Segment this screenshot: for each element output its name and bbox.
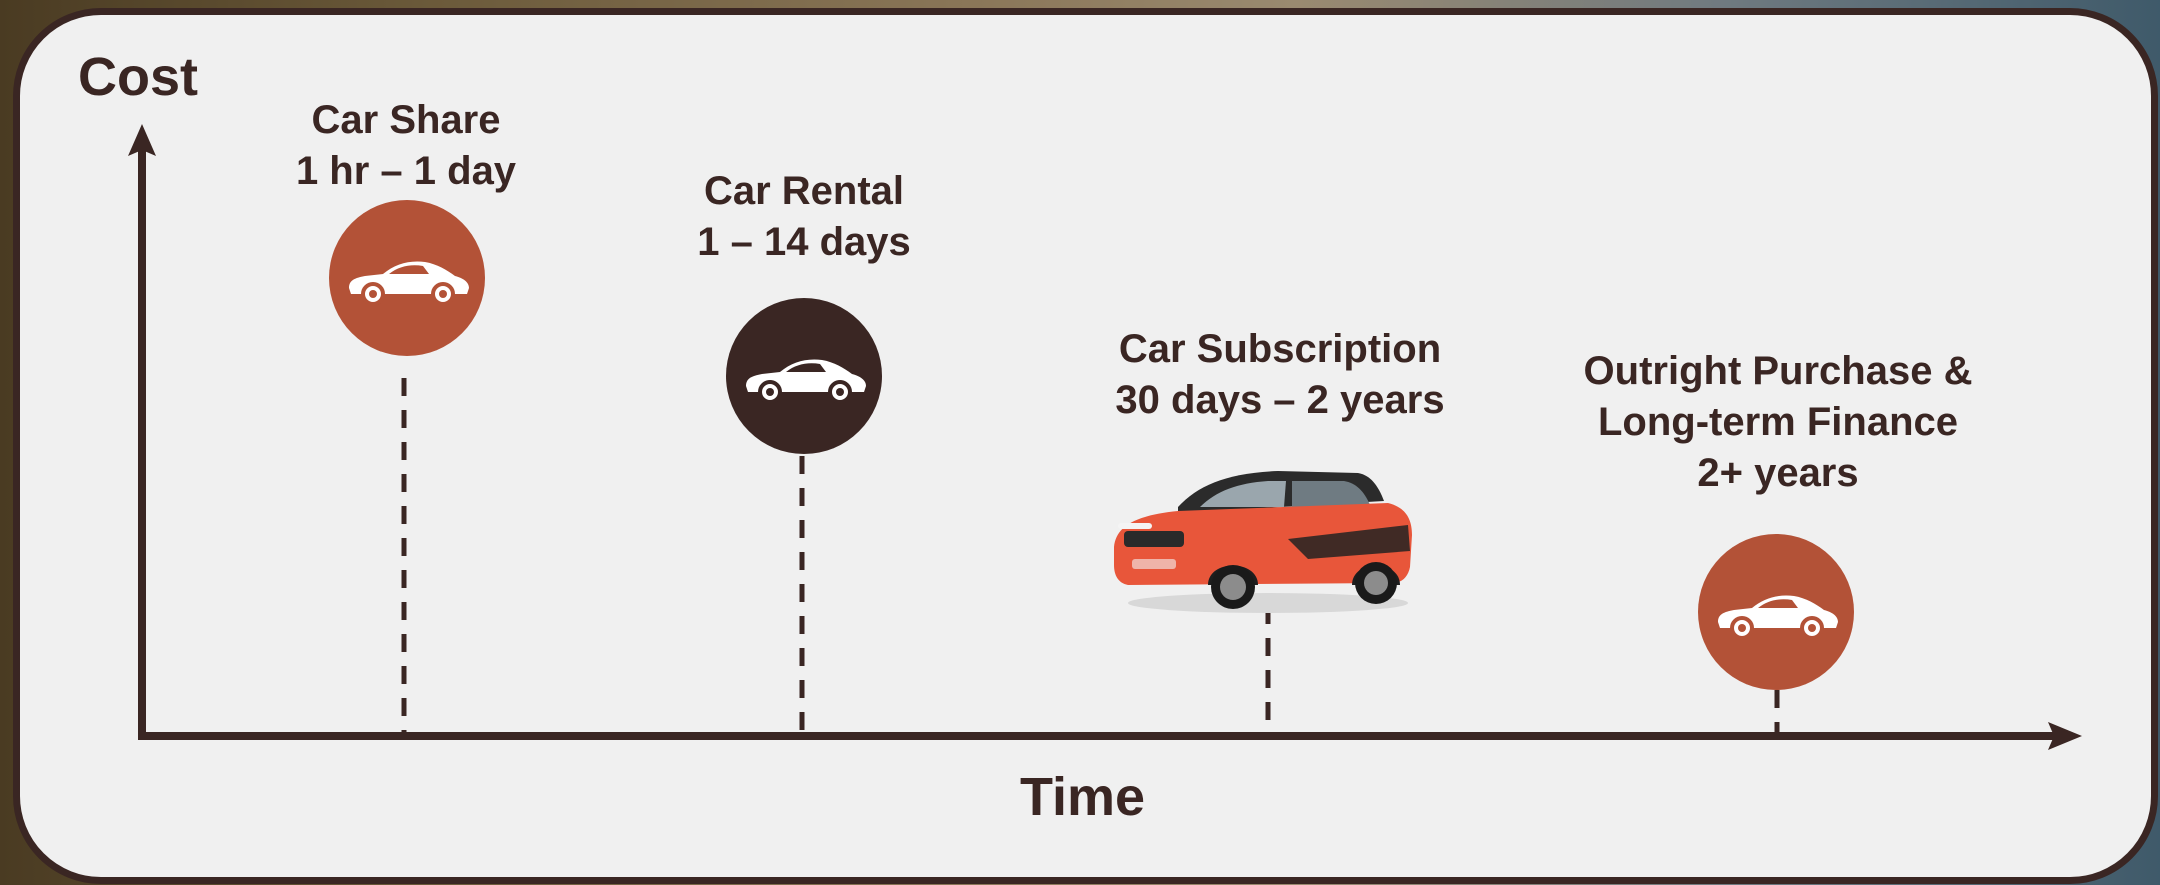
car-subscription-label: Car Subscription 30 days – 2 years	[1115, 324, 1444, 426]
car-rental-circle	[726, 298, 882, 454]
outright-purchase-label: Outright Purchase & Long-term Finance 2+…	[1584, 346, 1973, 499]
outright-purchase-title-2: Long-term Finance	[1597, 400, 1959, 444]
car-share-circle	[329, 200, 485, 356]
x-axis-label: Time	[1020, 767, 1146, 827]
suv-photo	[1114, 471, 1412, 613]
car-subscription-title: Car Subscription	[1118, 327, 1442, 371]
y-axis-arrow-icon	[128, 124, 156, 156]
car-subscription-duration: 30 days – 2 years	[1115, 378, 1445, 422]
car-icon	[746, 359, 866, 404]
car-share-label: Car Share 1 hr – 1 day	[296, 95, 516, 197]
car-share-duration: 1 hr – 1 day	[295, 149, 517, 193]
outright-purchase-duration: 2+ years	[1697, 451, 1859, 495]
car-share-title: Car Share	[311, 98, 501, 142]
car-icon	[349, 261, 469, 306]
car-icon	[1718, 595, 1838, 640]
x-axis-arrow-icon	[2048, 722, 2082, 750]
car-rental-label: Car Rental 1 – 14 days	[697, 166, 911, 268]
car-rental-title: Car Rental	[703, 169, 905, 213]
outright-purchase-title: Outright Purchase &	[1583, 349, 1973, 393]
car-rental-duration: 1 – 14 days	[697, 220, 911, 264]
outright-purchase-circle	[1698, 534, 1854, 690]
y-axis-label: Cost	[78, 47, 198, 107]
